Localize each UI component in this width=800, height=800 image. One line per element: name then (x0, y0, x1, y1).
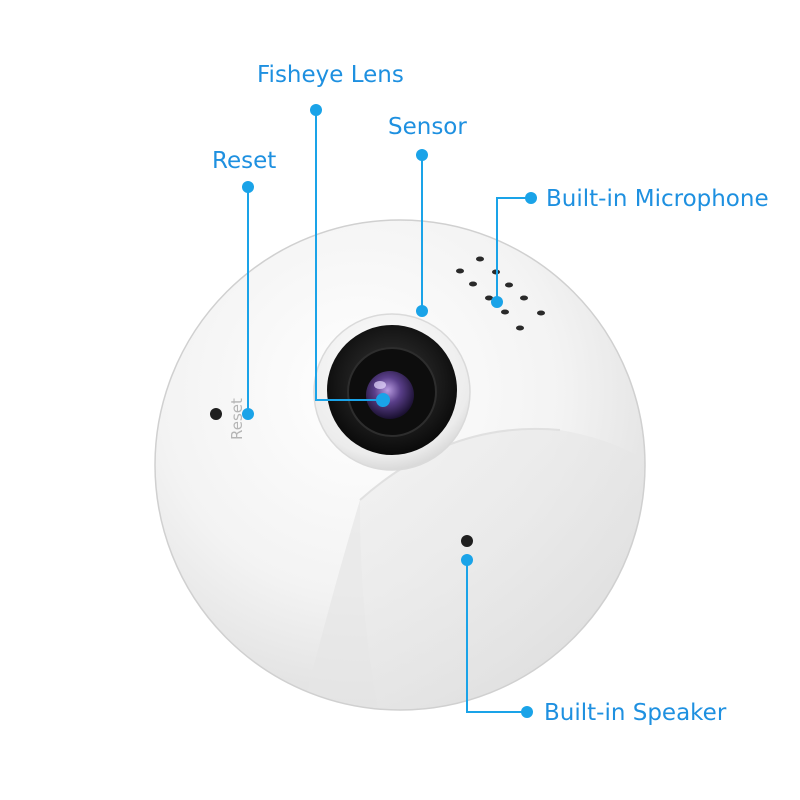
speaker-hole (461, 535, 473, 547)
callout-microphone: Built-in Microphone (491, 186, 769, 308)
reset-button: Reset (210, 398, 246, 440)
callout-speaker: Built-in Speaker (461, 554, 727, 726)
callout-label-microphone: Built-in Microphone (546, 186, 769, 212)
callout-fisheye-lens: Fisheye Lens (257, 62, 404, 407)
callout-sensor: Sensor (388, 114, 467, 317)
microphone-grille (456, 256, 545, 331)
callout-label-speaker: Built-in Speaker (544, 700, 727, 726)
callout-label-fisheye-lens: Fisheye Lens (257, 62, 404, 88)
callout-label-reset: Reset (212, 148, 276, 174)
callout-reset: Reset (212, 148, 276, 420)
reset-print: Reset (228, 398, 246, 440)
callout-label-sensor: Sensor (388, 114, 467, 140)
camera-body (154, 219, 646, 711)
fisheye-lens (313, 313, 471, 471)
